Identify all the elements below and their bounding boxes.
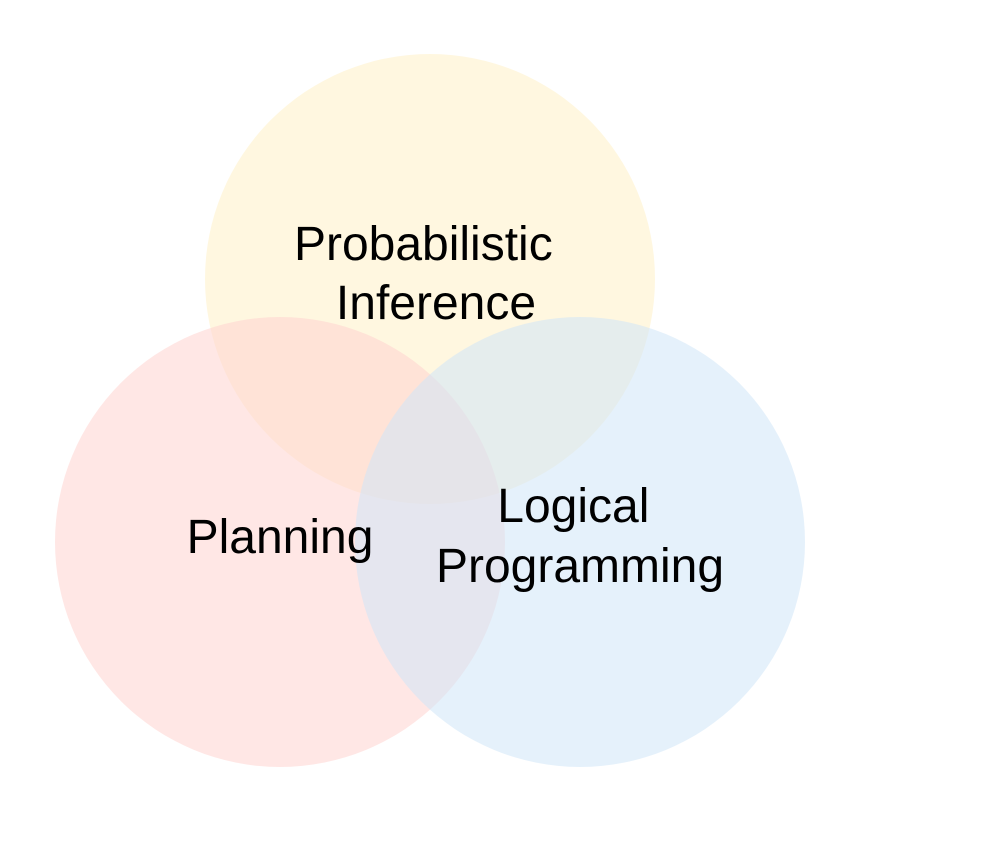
logical-programming-label: Logical Programming — [436, 480, 724, 593]
probabilistic-inference-label-line-1: Probabilistic — [294, 218, 553, 271]
circles-layer — [55, 54, 805, 767]
planning-label: Planning — [187, 511, 374, 564]
logical-programming-label-line-1: Logical — [497, 480, 649, 533]
probabilistic-inference-label: Probabilistic Inference — [294, 218, 566, 330]
labels-layer: Probabilistic Inference Planning Logical… — [187, 218, 724, 593]
probabilistic-inference-label-line-2: Inference — [336, 277, 536, 330]
logical-programming-label-line-2: Programming — [436, 540, 724, 593]
planning-label-line-1: Planning — [187, 511, 374, 564]
logical-programming-circle — [355, 317, 805, 767]
